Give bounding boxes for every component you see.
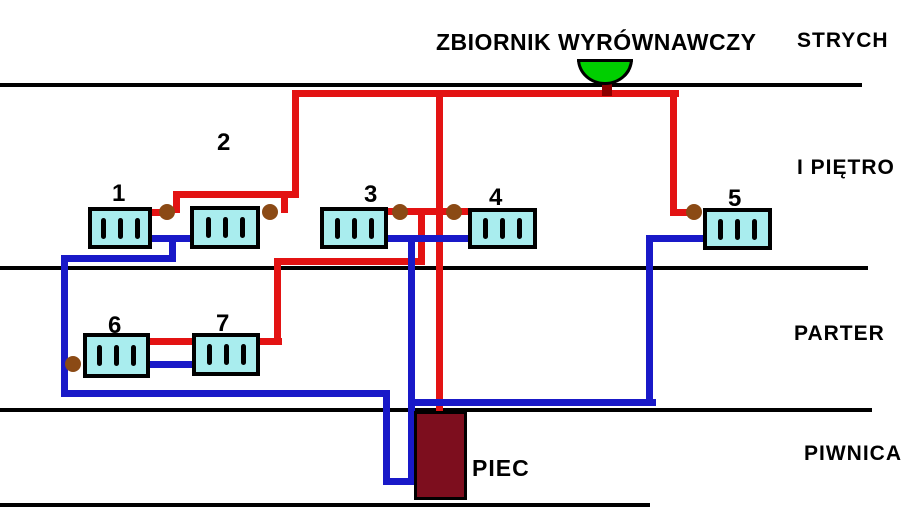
- supply-parter-downleg: [274, 258, 281, 345]
- supply-leg-radiator1: [173, 191, 180, 213]
- tank-connection-stub: [602, 80, 612, 96]
- radiator-bar: [100, 217, 106, 239]
- floor-label-parter: PARTER: [794, 322, 885, 345]
- radiator-bar: [240, 344, 246, 365]
- expansion-tank-title: ZBIORNIK WYRÓWNAWCZY: [436, 29, 757, 55]
- supply-leg-radiator2: [281, 191, 288, 213]
- supply-stub-radiator5: [670, 209, 696, 216]
- return-link-radiator6-7: [148, 361, 196, 368]
- return-bottom-left-header: [61, 390, 390, 397]
- supply-stub-radiator1: [150, 209, 162, 216]
- return-drop-radiator5: [646, 235, 653, 406]
- radiator-bar: [500, 218, 505, 239]
- supply-link-radiator6-7: [148, 338, 196, 345]
- radiator-1-label: 1: [112, 180, 126, 207]
- radiator-bar: [368, 217, 374, 239]
- furnace-label: PIEC: [472, 455, 530, 481]
- valve-radiator3: [392, 204, 408, 220]
- expansion-tank: [577, 59, 633, 85]
- radiator-6: [83, 333, 150, 378]
- radiator-bar: [223, 344, 229, 365]
- radiator-bar: [131, 345, 136, 366]
- supply-main-riser: [436, 90, 443, 413]
- supply-left-riser: [292, 90, 299, 198]
- radiator-3-label: 3: [364, 181, 378, 208]
- return-furnace-inlet: [383, 478, 418, 485]
- valve-radiator5: [686, 204, 702, 220]
- supply-firstfloor-left-branch: [174, 191, 299, 198]
- radiator-bar: [735, 218, 740, 240]
- valve-radiator2: [262, 204, 278, 220]
- radiator-bar: [517, 218, 522, 239]
- radiator-bar: [114, 345, 119, 366]
- return-drop-radiator3-4: [408, 235, 415, 485]
- return-bottom-right-header: [408, 399, 656, 406]
- radiator-bar: [334, 217, 340, 239]
- radiator-6-label: 6: [108, 312, 122, 339]
- return-firstfloor-horizontal: [61, 255, 176, 262]
- radiator-5: [703, 208, 772, 250]
- radiator-bar: [483, 218, 488, 239]
- supply-right-riser: [670, 90, 677, 216]
- radiator-4-label: 4: [489, 184, 503, 211]
- radiator-bar: [718, 218, 723, 240]
- radiator-5-label: 5: [728, 185, 742, 212]
- radiator-4: [468, 208, 537, 249]
- radiator-bar: [752, 218, 757, 240]
- floor-label-strych: STRYCH: [797, 29, 889, 52]
- radiator-7: [192, 333, 260, 376]
- radiator-bar: [97, 345, 102, 366]
- first-floor-line: [0, 266, 868, 270]
- radiator-bar: [239, 217, 245, 238]
- radiator-bar: [206, 344, 212, 365]
- radiator-1: [88, 207, 152, 249]
- radiator-bar: [205, 217, 211, 238]
- furnace: [414, 411, 467, 500]
- radiator-bar: [117, 217, 123, 239]
- radiator-bar: [222, 217, 228, 238]
- radiator-7-label: 7: [216, 310, 230, 337]
- valve-radiator1: [159, 204, 175, 220]
- return-downleg-left: [383, 390, 390, 485]
- return-drop-radiator1-2: [169, 235, 176, 262]
- radiator-bar: [351, 217, 357, 239]
- supply-stub-radiator7: [256, 338, 282, 345]
- valve-radiator4: [446, 204, 462, 220]
- return-link-radiator3-4: [388, 235, 470, 242]
- return-left-vertical: [61, 255, 68, 397]
- radiator-2-label: 2: [217, 129, 231, 156]
- radiator-3: [320, 207, 388, 249]
- radiator-2: [190, 206, 260, 249]
- floor-label-pietro: I PIĘTRO: [797, 156, 895, 179]
- floor-label-piwnica: PIWNICA: [804, 442, 902, 465]
- attic-floor-line: [0, 83, 862, 87]
- return-link-radiator5: [646, 235, 703, 242]
- valve-radiator6: [65, 356, 81, 372]
- supply-branch-radiators3-4: [388, 208, 468, 215]
- basement-floor-line: [0, 503, 650, 507]
- supply-attic-header: [292, 90, 679, 97]
- supply-parter-horizontal: [274, 258, 425, 265]
- radiator-bar: [134, 217, 140, 239]
